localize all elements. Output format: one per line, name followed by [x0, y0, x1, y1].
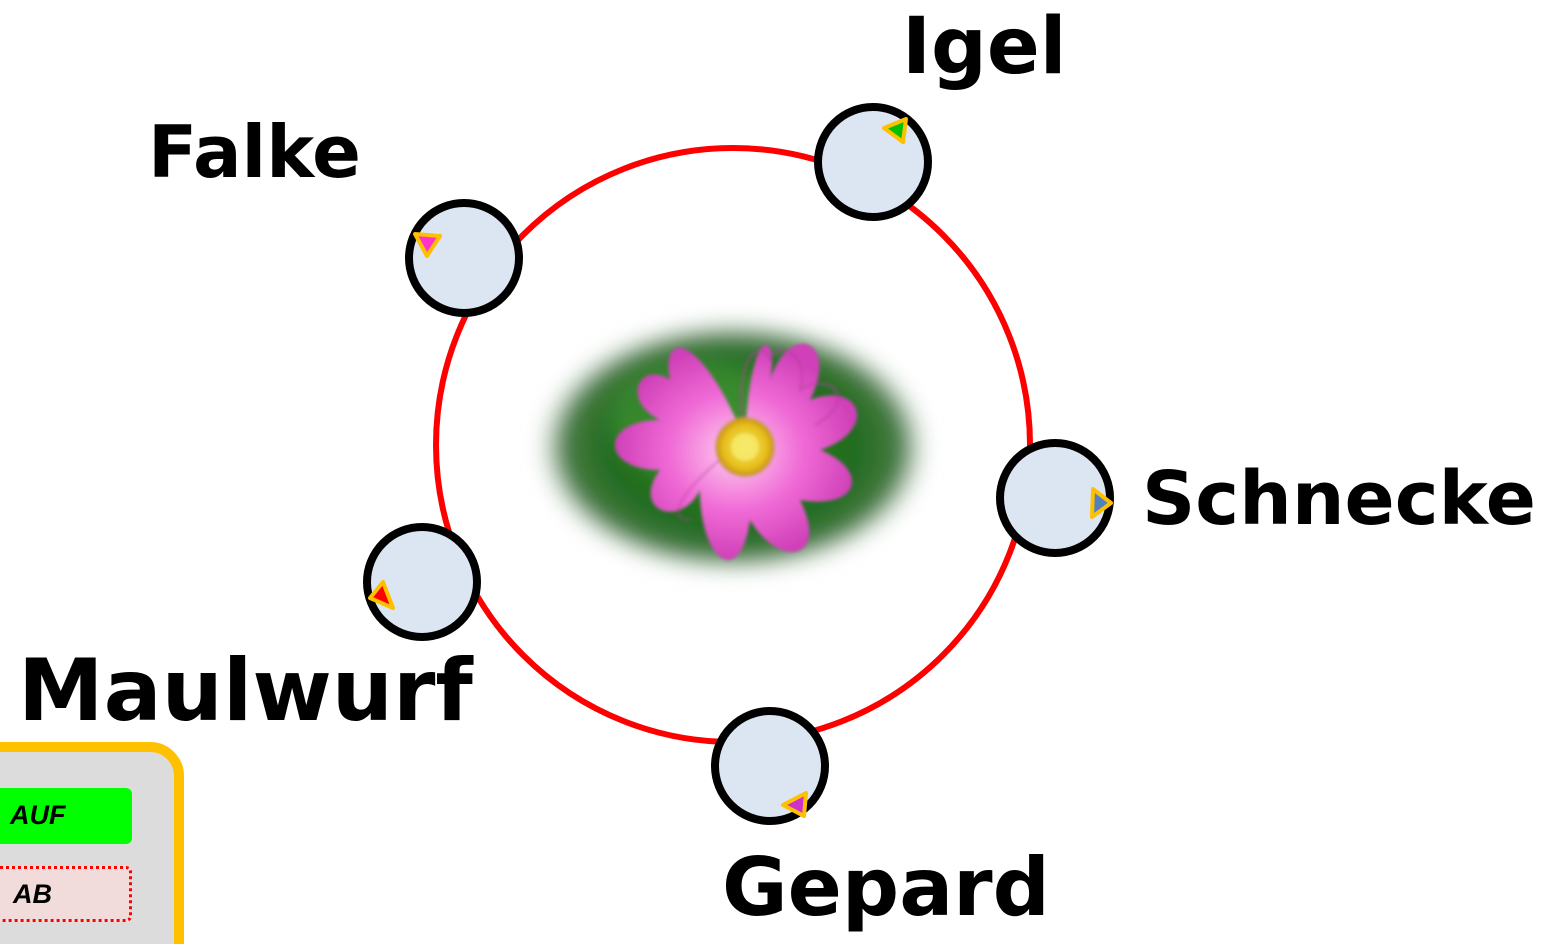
control-panel: AUF AB — [0, 742, 184, 944]
up-button-label: AUF — [10, 800, 66, 830]
node-maulwurf-marker-icon — [368, 580, 395, 610]
node-label-gepard: Gepard — [722, 841, 1050, 934]
node-gepard — [711, 707, 829, 825]
up-button[interactable]: AUF — [0, 788, 132, 844]
flower-image — [533, 317, 933, 577]
node-gepard-marker-icon — [781, 791, 808, 818]
node-igel-marker-icon — [882, 117, 908, 144]
node-falke — [405, 199, 523, 317]
node-label-igel: Igel — [902, 2, 1067, 92]
node-schnecke-marker-icon — [1090, 487, 1113, 519]
node-falke-marker-icon — [413, 232, 442, 258]
down-button[interactable]: AB — [0, 866, 132, 922]
node-schnecke — [996, 439, 1114, 557]
node-maulwurf — [363, 523, 481, 641]
node-label-falke: Falke — [148, 110, 362, 194]
down-button-label: AB — [13, 879, 52, 909]
node-igel — [814, 103, 932, 221]
node-label-maulwurf: Maulwurf — [18, 641, 473, 741]
node-label-schnecke: Schnecke — [1142, 456, 1536, 542]
